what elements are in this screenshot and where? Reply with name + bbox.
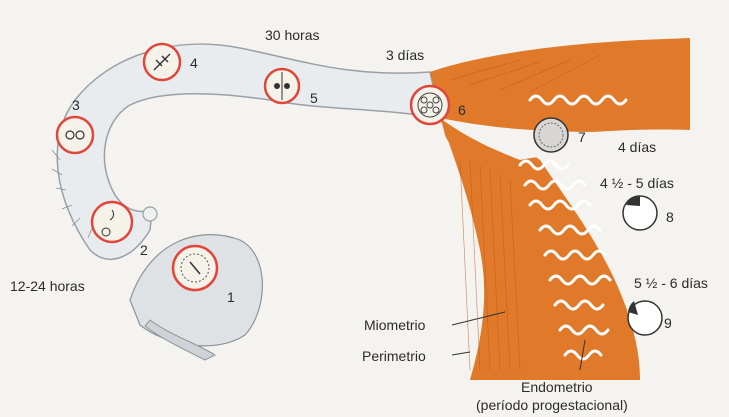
stage-1-oocyte: [173, 246, 217, 290]
stage-number-7: 7: [578, 129, 586, 145]
uterus-lower-wall: [440, 118, 640, 380]
label-4-dias: 4 días: [618, 139, 656, 155]
stage-number-1: 1: [227, 289, 235, 305]
stage-8-hatching: [623, 196, 657, 230]
stage-number-8: 8: [666, 209, 674, 225]
stage-number-9: 9: [664, 315, 672, 331]
stage-number-4: 4: [190, 55, 198, 71]
stage-6-morula: [411, 86, 449, 124]
label-perimetrio: Perimetrio: [362, 348, 426, 364]
stage-7-blastocyst: [534, 118, 568, 152]
label-endometrio: Endometrio: [521, 379, 593, 395]
label-3-dias: 3 días: [386, 47, 424, 63]
stage-number-3: 3: [72, 97, 80, 113]
label-5-6-dias: 5 ½ - 6 días: [634, 275, 708, 291]
label-30-horas: 30 horas: [265, 27, 319, 43]
stage-number-2: 2: [140, 242, 148, 258]
stage-9-implantation: [628, 301, 662, 335]
label-12-24-horas: 12-24 horas: [10, 278, 85, 294]
tube-tip: [143, 207, 157, 221]
stage-4-division: [144, 44, 180, 80]
label-miometrio: Miometrio: [364, 317, 426, 333]
stage-3-pronuclei: [57, 117, 93, 153]
label-endometrio-subtitle: (período progestacional): [476, 397, 628, 413]
stage-number-5: 5: [310, 90, 318, 106]
stage-number-6: 6: [458, 102, 466, 118]
label-4-5-dias: 4 ½ - 5 días: [600, 175, 674, 191]
stage-5-two-cell: [265, 69, 299, 103]
stage-2-fertilization: [92, 202, 132, 242]
